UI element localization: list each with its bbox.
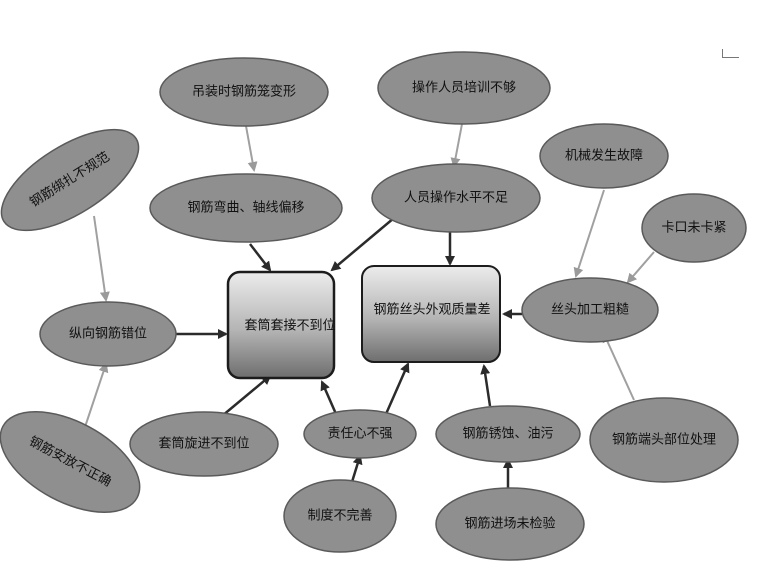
node-n12: 责任心不强 [303, 409, 417, 459]
node-n05-label: 钢筋弯曲、轴线偏移 [187, 200, 304, 216]
arrow-n07-to-n09 [626, 251, 655, 284]
arrow-n14-to-n09 [602, 332, 635, 401]
node-n06-label: 人员操作水平不足 [404, 190, 508, 206]
primary-arrows [176, 217, 522, 490]
node-n14: 钢筋端头部位处理 [589, 397, 739, 483]
arrow-n02-to-n06 [450, 123, 463, 168]
node-n13-label: 钢筋锈蚀、油污 [462, 426, 553, 442]
node-n12-label: 责任心不强 [327, 427, 392, 442]
node-n07: 卡口未卡紧 [641, 193, 747, 263]
node-n04: 机械发生故障 [539, 123, 669, 189]
arrow-n11-to-left-box [221, 374, 272, 417]
node-n01-label: 吊装时钢筋笼变形 [192, 84, 296, 100]
node-n15: 制度不完善 [283, 479, 397, 553]
node-n05: 钢筋弯曲、轴线偏移 [149, 173, 343, 243]
node-n15-label: 制度不完善 [307, 508, 372, 524]
cause-nodes: 吊装时钢筋笼变形 操作人员培训不够 钢筋绑扎不规范 机械发生故障 钢筋弯曲、轴线… [0, 51, 747, 561]
node-n14-label: 钢筋端头部位处理 [612, 432, 716, 448]
central-left-label: 套筒套接不到位 [244, 318, 335, 334]
node-n08: 纵向钢筋错位 [39, 301, 177, 367]
node-n04-label: 机械发生故障 [565, 148, 643, 164]
arrow-n12-to-left-box [320, 380, 338, 415]
node-n02: 操作人员培训不够 [377, 51, 551, 125]
node-n02-label: 操作人员培训不够 [412, 80, 516, 96]
secondary-arrows [83, 123, 655, 431]
central-box-left: 套筒套接不到位 [226, 270, 336, 380]
arrow-n01-to-n05 [245, 125, 258, 172]
node-n10: 钢筋安放不正确 [0, 411, 141, 513]
node-n09: 丝头加工粗糙 [521, 277, 659, 343]
node-n16-label: 钢筋进场未检验 [464, 516, 555, 532]
central-box-right: 钢筋丝头外观质量差 [361, 265, 501, 363]
arrow-n13-to-right-box [480, 364, 492, 407]
page-corner-mark [722, 49, 739, 58]
node-n11-label: 套筒旋进不到位 [158, 436, 249, 452]
node-n08-label: 纵向钢筋错位 [69, 326, 147, 342]
arrow-n03-to-n08 [93, 215, 110, 302]
arrow-n10-to-n08 [83, 362, 109, 431]
node-n07-label: 卡口未卡紧 [661, 221, 726, 236]
node-n03: 钢筋绑扎不规范 [0, 128, 140, 232]
arrow-n05-to-left-box [249, 243, 272, 272]
node-n11: 套筒旋进不到位 [129, 411, 279, 477]
arrow-n06-to-left-box [330, 217, 395, 272]
node-n06: 人员操作水平不足 [371, 163, 541, 233]
node-n01: 吊装时钢筋笼变形 [159, 57, 329, 127]
node-n09-label: 丝头加工粗糙 [551, 303, 629, 318]
arrow-n04-to-n09 [573, 189, 605, 278]
central-right-label: 钢筋丝头外观质量差 [373, 302, 490, 318]
node-n13: 钢筋锈蚀、油污 [435, 405, 581, 463]
node-n16: 钢筋进场未检验 [435, 487, 585, 561]
arrow-n12-to-right-box [384, 362, 410, 415]
arrow-n15-to-n12 [350, 454, 363, 483]
